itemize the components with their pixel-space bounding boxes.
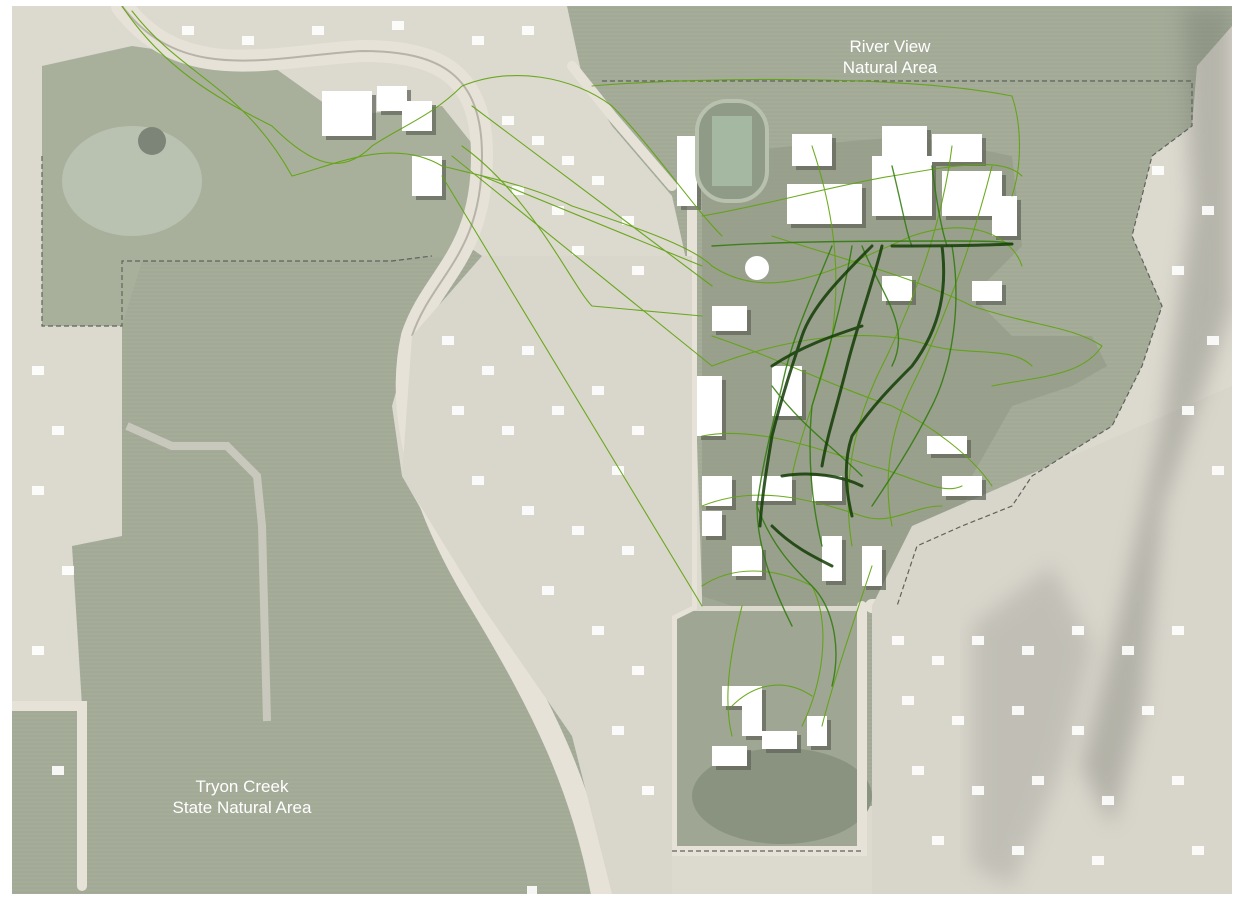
hillshade-east xyxy=(1082,6,1232,826)
tryon-creek-label-line1: Tryon Creek xyxy=(195,777,289,796)
map-view[interactable]: River View Natural Area Tryon Creek Stat… xyxy=(12,6,1232,894)
ballfield-small xyxy=(138,127,166,155)
river-view-label-line1: River View xyxy=(849,37,931,56)
hillshade-southeast xyxy=(972,566,1092,886)
tryon-creek-label: Tryon Creek State Natural Area xyxy=(142,776,342,818)
tryon-creek-natural-area xyxy=(12,136,612,894)
track-infield xyxy=(712,116,752,186)
campus-buildings xyxy=(322,86,1021,770)
campus-path-map xyxy=(12,6,1232,894)
road-edge xyxy=(121,6,484,337)
gps-path-traces xyxy=(121,6,1103,737)
tryon-creek-label-line2: State Natural Area xyxy=(172,798,312,817)
river-view-label-line2: Natural Area xyxy=(842,58,938,77)
south-campus-lawn xyxy=(692,748,872,844)
tryon-trail xyxy=(125,422,271,722)
campus-core xyxy=(702,136,1107,606)
house-footprints xyxy=(32,21,1224,894)
river-view-label: River View Natural Area xyxy=(820,36,960,78)
tank xyxy=(745,256,769,280)
natural-area-boundary xyxy=(41,80,1193,852)
ballfield xyxy=(62,126,202,236)
